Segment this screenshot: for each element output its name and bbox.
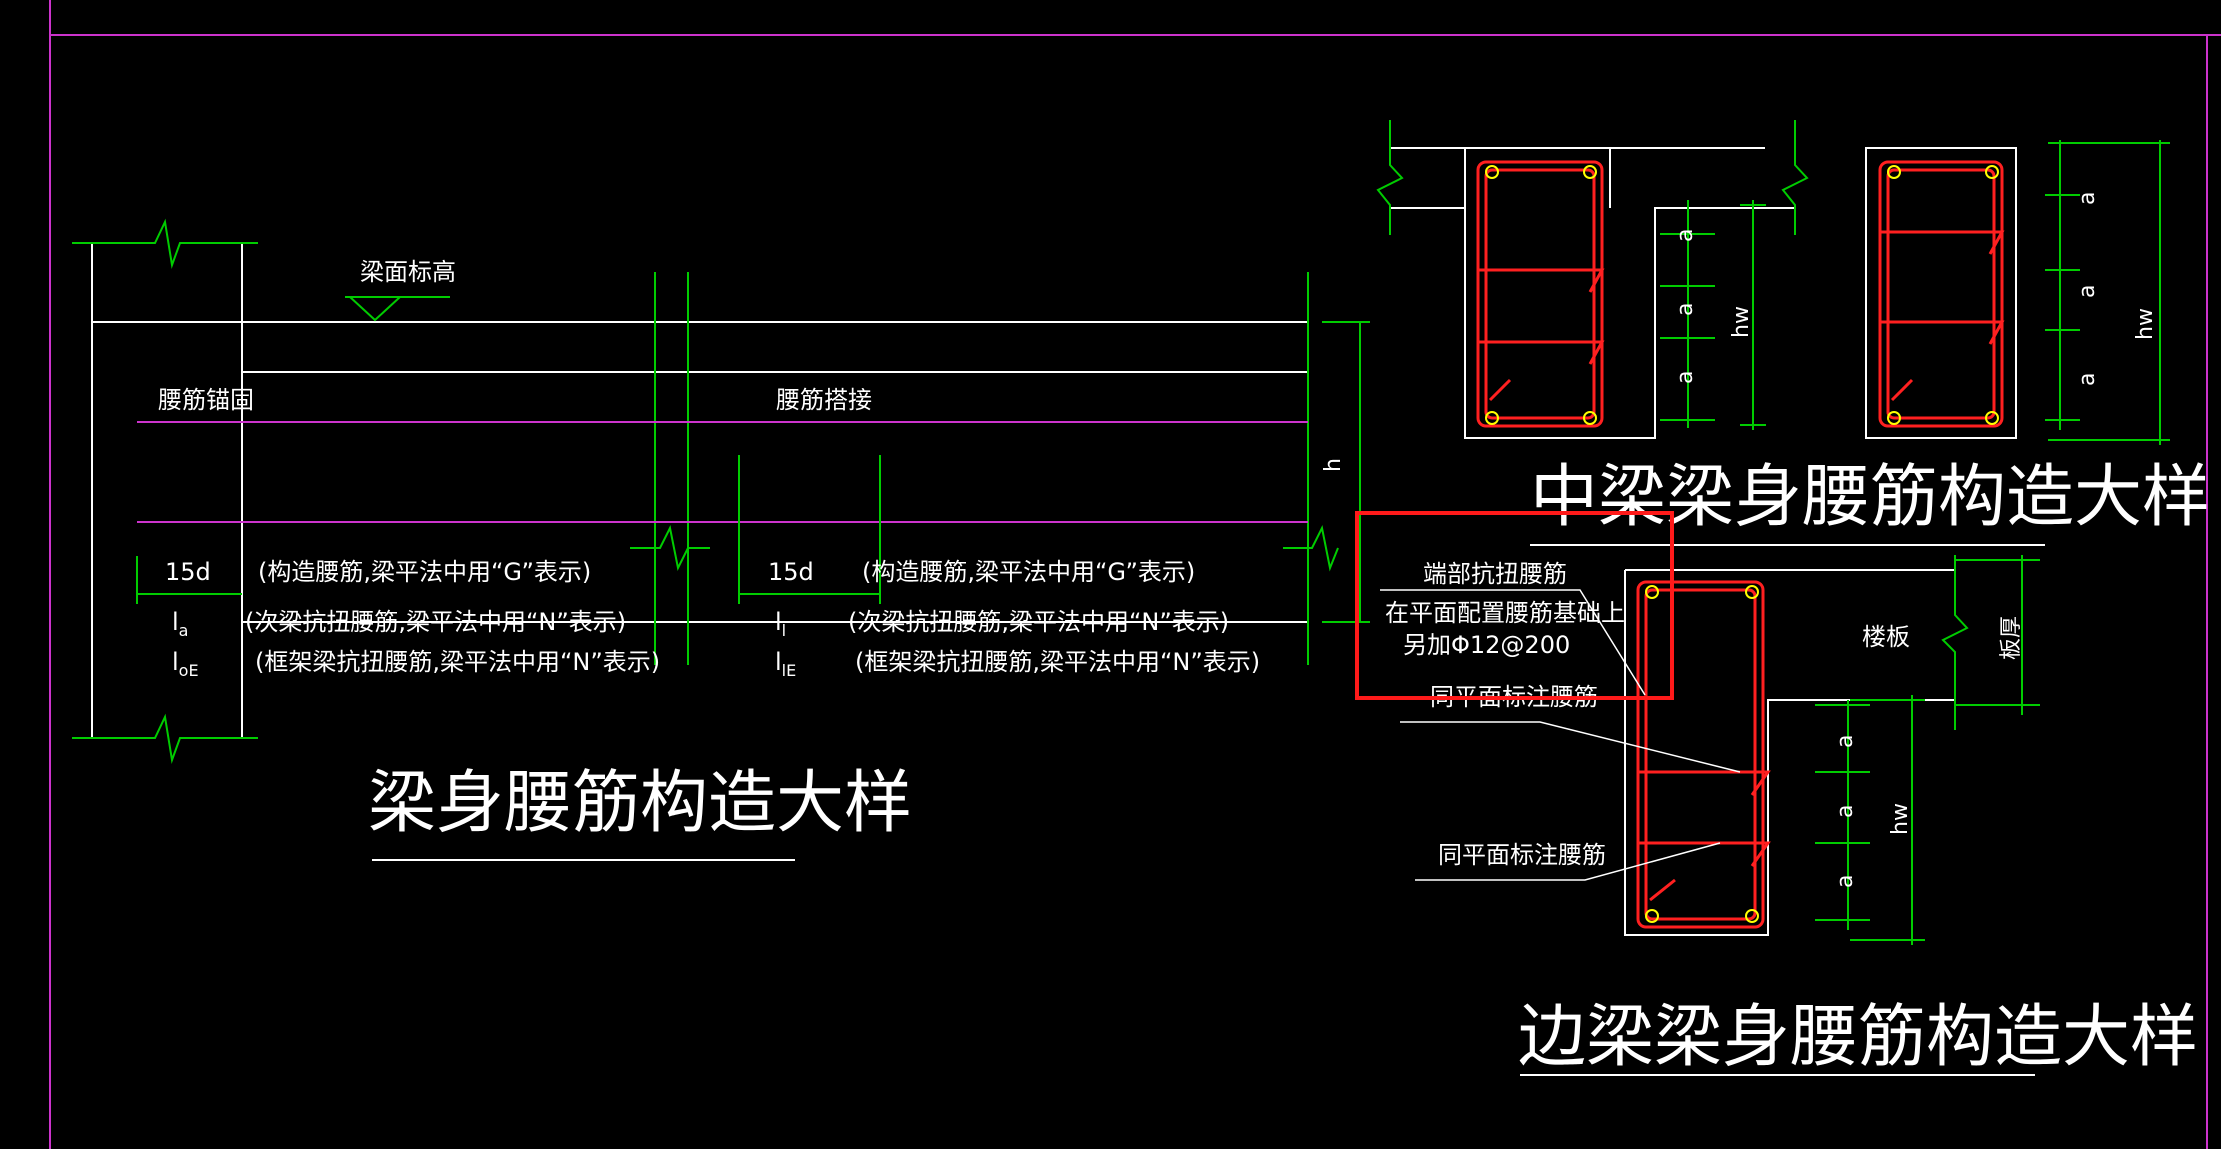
edge-height-hw: hw [1888,803,1913,835]
lap-desc-n-frame: (框架梁抗扭腰筋,梁平法中用“N”表示) [855,648,1260,676]
slab-label: 楼板 [1862,623,1910,651]
slab-thickness-label: 板厚 [1999,616,2024,660]
middle-right-spacing-a-1: a [2075,192,2100,205]
anchor-length-loe: loE [172,648,199,680]
height-dimension [1322,321,1370,623]
edge-beam-title: 边梁梁身腰筋构造大样 [1518,998,2198,1077]
edge-spacing-a-2: a [1833,805,1858,818]
lap-label: 腰筋搭接 [776,386,872,414]
edge-beam-corner-bars [1645,585,1759,923]
edge-spacing-a-1: a [1833,735,1858,748]
left-detail-title: 梁身腰筋构造大样 [368,764,912,843]
note-lower: 同平面标注腰筋 [1438,841,1606,869]
middle-beam-corner-bars [1485,165,1999,425]
edge-beam-rebar [1636,580,1771,929]
edge-beam-leaders [1380,589,1741,881]
middle-spacing-a-2: a [1673,303,1698,316]
middle-right-height-hw: hw [2133,308,2158,340]
beam-top-label: 梁面标高 [360,258,456,286]
anchor-label: 腰筋锚固 [158,386,254,414]
waist-bars [137,421,1308,523]
middle-right-spacing-a-3: a [2075,373,2100,386]
anchor-dimension [136,455,881,604]
callout-line2: 在平面配置腰筋基础上 [1385,599,1625,627]
lap-length-15d: 15d [768,558,814,586]
middle-beam-rebar [1476,160,2005,428]
beam-top-level-marker [345,296,450,322]
anchor-desc-g: (构造腰筋,梁平法中用“G”表示) [258,558,591,586]
middle-height-hw: hw [1729,306,1754,338]
middle-beam-outline [1390,147,2017,439]
anchor-length-15d: 15d [165,558,211,586]
support-outline [91,243,1308,738]
edge-beam-detail: 楼板 板厚 a a a hw 端部抗扭腰筋 在平面配置腰筋基础上 另加Φ12@2… [1380,555,2198,1077]
middle-spacing-a-3: a [1673,371,1698,384]
anchor-length-la: la [172,608,188,640]
lap-desc-g: (构造腰筋,梁平法中用“G”表示) [862,558,1195,586]
edge-spacing-a-3: a [1833,875,1858,888]
middle-beam-breaks [1376,120,1809,235]
edge-beam-dimensions [1815,555,2040,945]
lap-desc-n-secondary: (次梁抗扭腰筋,梁平法中用“N”表示) [848,608,1229,636]
middle-spacing-a-1: a [1673,229,1698,242]
break-marks [72,218,1339,764]
middle-beam-dimensions [1660,140,2170,445]
callout-line1: 端部抗扭腰筋 [1423,560,1567,588]
anchor-desc-n-secondary: (次梁抗扭腰筋,梁平法中用“N”表示) [245,608,626,636]
lap-length-ll: ll [775,608,786,640]
edge-beam-break [1941,555,1969,730]
height-label-h: h [1321,458,1346,472]
middle-right-spacing-a-2: a [2075,285,2100,298]
highlight-box [1355,511,1674,700]
middle-beam-title: 中梁梁身腰筋构造大样 [1530,458,2210,537]
anchor-desc-n-frame: (框架梁抗扭腰筋,梁平法中用“N”表示) [255,648,660,676]
middle-beam-detail: a a a hw a a a hw 中梁梁身腰筋构造大样 [1376,120,2210,546]
callout-line3: 另加Φ12@200 [1403,631,1570,659]
edge-beam-outline [1624,569,1955,936]
lap-length-lle: llE [775,648,796,680]
left-detail: 梁面标高 腰筋锚固 腰筋搭接 15d la loE (构造腰筋,梁平法中用“G”… [72,218,1370,861]
drawing-frame [49,0,2221,1149]
